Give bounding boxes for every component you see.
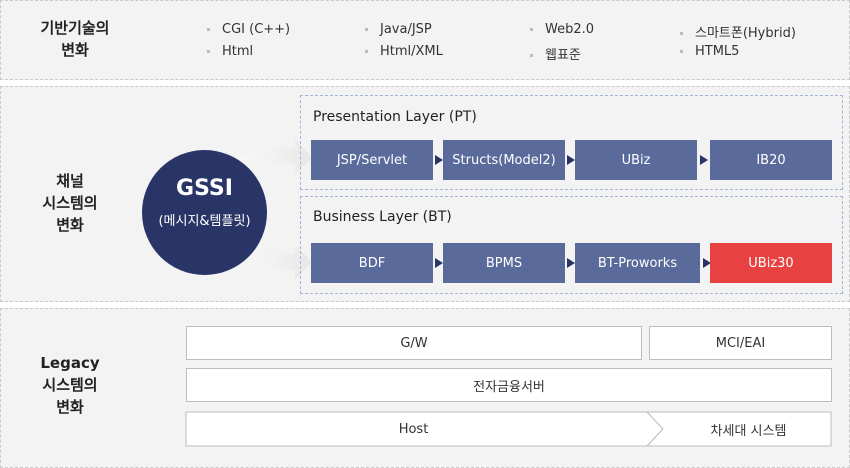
pt-block-structs: Structs(Model2) [443, 140, 565, 180]
gw-box: G/W [186, 326, 642, 360]
pt-block-ib20: IB20 [710, 140, 832, 180]
tech-item: 스마트폰(Hybrid) [680, 22, 796, 41]
next-gen-box [645, 411, 832, 447]
tech-item: Web2.0 [530, 22, 594, 37]
bt-block-bpms: BPMS [443, 243, 565, 283]
business-layer-title: Business Layer (BT) [313, 209, 452, 225]
presentation-layer-box [300, 95, 843, 190]
e-finance-server-box: 전자금융서버 [186, 368, 832, 402]
tech-item: 웹표준 [530, 44, 581, 63]
bt-block-proworks: BT-Proworks [575, 243, 700, 283]
pt-block-jsp: JSP/Servlet [311, 140, 433, 180]
gssi-circle: GSSI (메시지&템플릿) [142, 150, 267, 275]
tech-item: Html/XML [365, 44, 443, 59]
gssi-title: GSSI [176, 176, 233, 201]
tech-item: Java/JSP [365, 22, 432, 37]
arrow-icon [567, 258, 575, 268]
tech-item: HTML5 [680, 44, 739, 59]
channel-band-title: 채널 시스템의 변화 [42, 172, 98, 234]
tech-band [0, 0, 850, 80]
arrow-icon [700, 155, 708, 165]
arrow-icon [435, 155, 443, 165]
arrow-icon [703, 258, 711, 268]
bt-block-ubiz30: UBiz30 [710, 243, 832, 283]
presentation-layer-title: Presentation Layer (PT) [313, 109, 477, 125]
legacy-band-title: Legacy 시스템의 변화 [40, 354, 100, 416]
tech-item: CGI (C++) [207, 22, 290, 37]
mci-eai-box: MCI/EAI [649, 326, 832, 360]
pt-block-ubiz: UBiz [575, 140, 697, 180]
bt-block-bdf: BDF [311, 243, 433, 283]
host-label: Host [398, 421, 429, 437]
next-gen-label: 차세대 시스템 [710, 423, 787, 439]
gssi-subtitle: (메시지&템플릿) [158, 214, 251, 229]
tech-item: Html [207, 44, 253, 59]
arrow-icon [567, 155, 575, 165]
host-transition-bar [185, 411, 832, 447]
business-layer-box [300, 196, 843, 294]
tech-band-title: 기반기술의 변화 [40, 19, 110, 59]
arrow-icon [435, 258, 443, 268]
